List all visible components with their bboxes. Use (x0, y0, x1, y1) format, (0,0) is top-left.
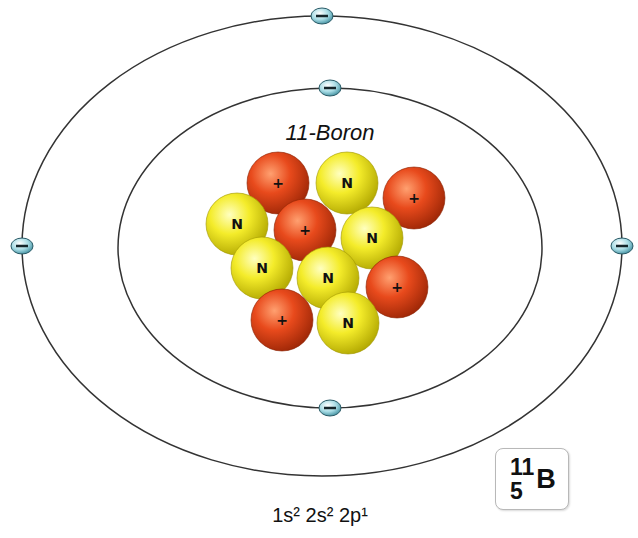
electron (319, 80, 341, 96)
neutron-sphere: N (315, 151, 379, 215)
neutron-letter: N (341, 176, 353, 190)
electron (319, 400, 341, 416)
mass-number: 11 (510, 455, 534, 479)
electron (311, 8, 333, 24)
sphere-fill (316, 152, 378, 214)
outer-orbit (22, 16, 622, 476)
inner-orbit (118, 88, 542, 408)
neutron-sphere: N (316, 291, 380, 355)
charge-sign: + (272, 176, 284, 190)
electron (611, 238, 633, 254)
electron-configuration: 1s² 2s² 2p¹ (272, 504, 368, 527)
proton-sphere: + (250, 288, 314, 352)
atomic-number: 5 (510, 479, 523, 503)
element-box: 115B (495, 448, 569, 510)
neutron-letter: N (256, 261, 268, 275)
element-label: 11-Boron (286, 120, 375, 146)
neutron-letter: N (366, 231, 378, 245)
charge-sign: + (408, 191, 420, 205)
element-symbol: B (536, 465, 556, 493)
neutron-letter: N (342, 316, 354, 330)
sphere-fill (317, 292, 379, 354)
charge-sign: + (299, 223, 311, 237)
neutron-letter: N (231, 217, 243, 231)
electron (11, 238, 33, 254)
charge-sign: + (391, 280, 403, 294)
sphere-fill (251, 289, 313, 351)
neutron-letter: N (322, 271, 334, 285)
charge-sign: + (276, 313, 288, 327)
